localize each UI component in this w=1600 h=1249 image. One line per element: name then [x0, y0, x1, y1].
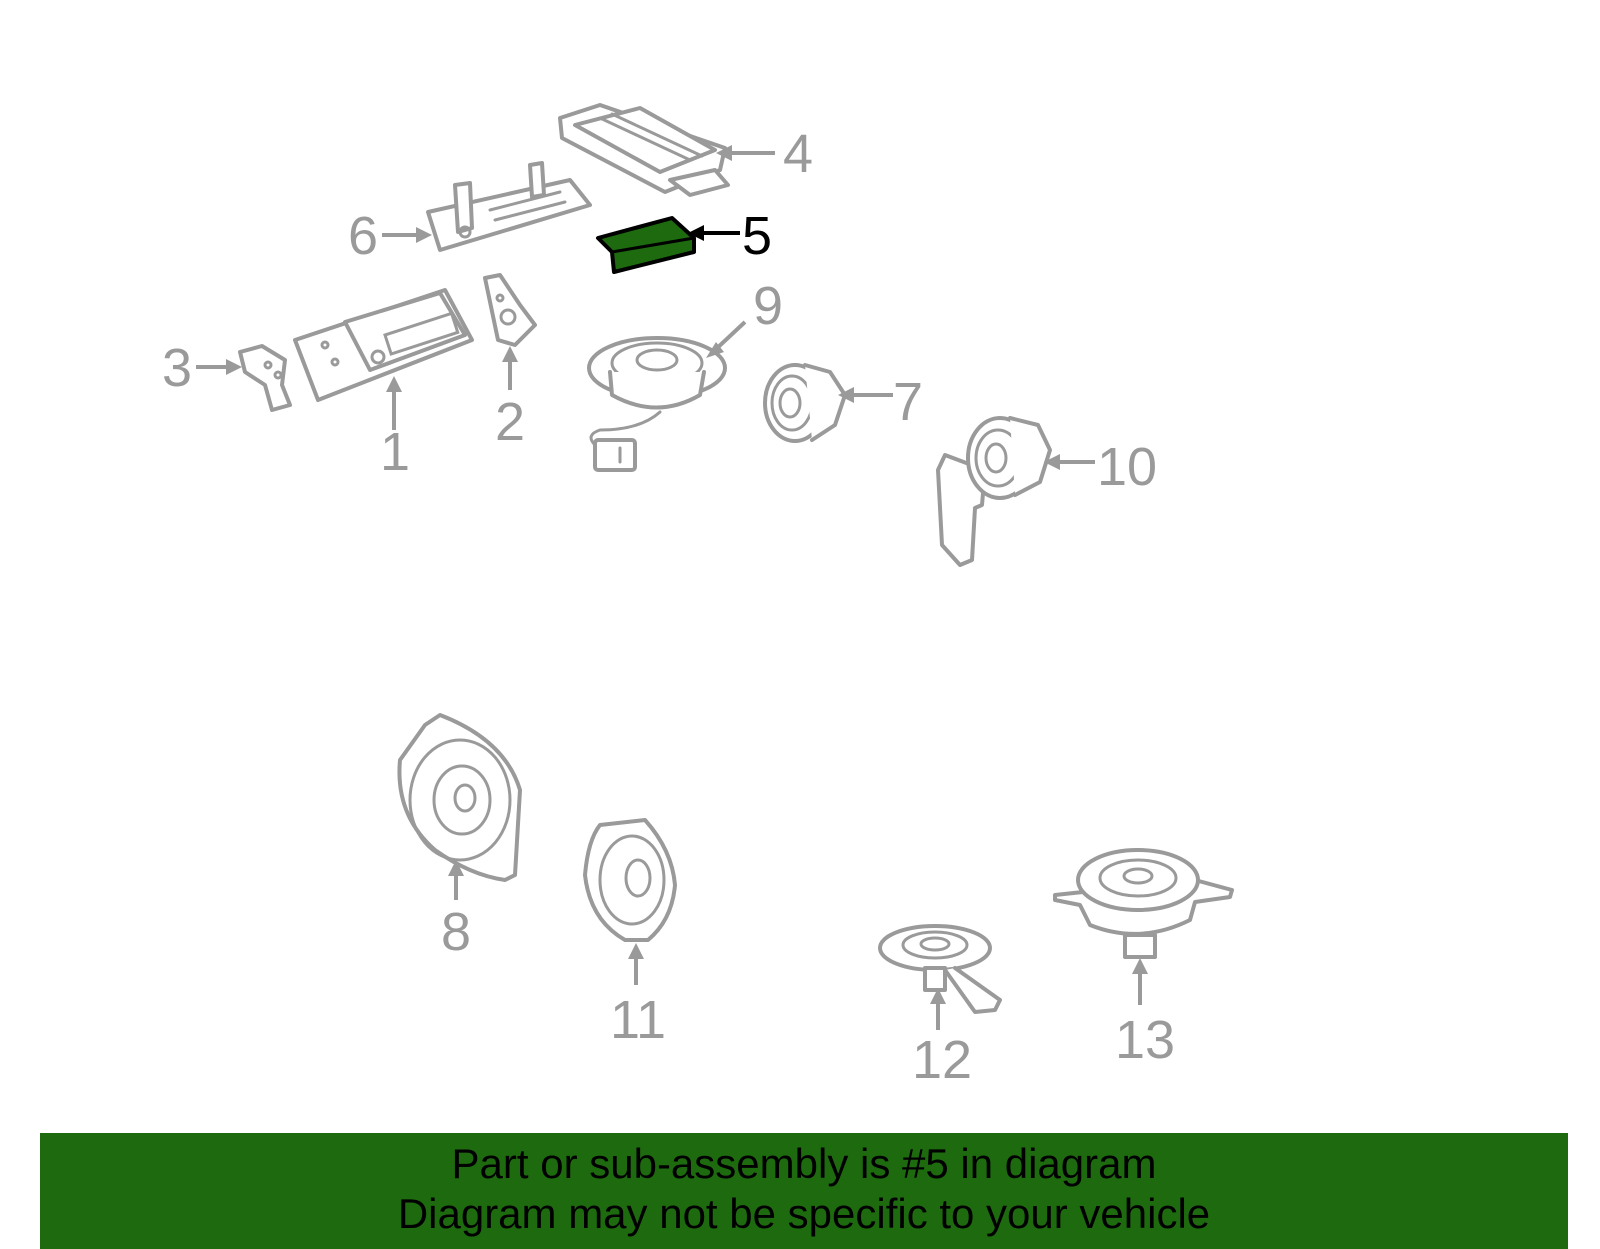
label-6[interactable]: 6	[348, 206, 378, 266]
arrow-10	[1044, 454, 1095, 470]
part-10-tweeter-bracket[interactable]	[936, 416, 1052, 567]
label-5[interactable]: 5	[742, 206, 772, 266]
arrow-7	[838, 387, 893, 403]
label-9[interactable]: 9	[753, 276, 783, 336]
part-12-speaker[interactable]	[878, 924, 1002, 1014]
label-4[interactable]: 4	[783, 124, 813, 184]
part-6-module[interactable]	[426, 161, 592, 252]
part-11-speaker[interactable]	[583, 818, 677, 942]
arrow-11	[628, 943, 644, 985]
part-8-speaker[interactable]	[397, 713, 522, 882]
arrow-4	[716, 145, 775, 161]
part-5-highlighted[interactable]	[596, 216, 696, 274]
label-13[interactable]: 13	[1115, 1010, 1175, 1070]
arrow-13	[1132, 958, 1148, 1005]
banner-line-1: Part or sub-assembly is #5 in diagram	[451, 1140, 1157, 1187]
arrow-8	[448, 860, 464, 900]
arrow-5	[688, 225, 740, 241]
banner-line-2: Diagram may not be specific to your vehi…	[397, 1190, 1211, 1237]
arrow-1	[386, 376, 402, 430]
arrow-12	[930, 988, 946, 1030]
part-13-speaker[interactable]	[1053, 848, 1234, 959]
arrow-2	[502, 346, 518, 390]
part-3-bracket[interactable]	[238, 344, 292, 412]
arrow-6	[382, 227, 432, 243]
arrow-9	[706, 320, 747, 358]
label-3[interactable]: 3	[162, 338, 192, 398]
label-10[interactable]: 10	[1097, 437, 1157, 497]
banner-background	[40, 1133, 1568, 1249]
part-1-head-unit[interactable]	[293, 288, 474, 402]
label-1[interactable]: 1	[380, 422, 410, 482]
arrow-3	[196, 359, 242, 375]
label-12[interactable]: 12	[912, 1030, 972, 1090]
part-9-speaker[interactable]	[587, 336, 727, 472]
label-2[interactable]: 2	[495, 392, 525, 452]
part-2-bracket[interactable]	[483, 273, 537, 347]
part-4-amplifier[interactable]	[558, 103, 730, 197]
label-7[interactable]: 7	[893, 372, 923, 432]
label-11[interactable]: 11	[610, 990, 666, 1050]
part-7-tweeter[interactable]	[763, 363, 847, 443]
info-banner: Part or sub-assembly is #5 in diagram Di…	[40, 1133, 1568, 1249]
label-8[interactable]: 8	[441, 902, 471, 962]
